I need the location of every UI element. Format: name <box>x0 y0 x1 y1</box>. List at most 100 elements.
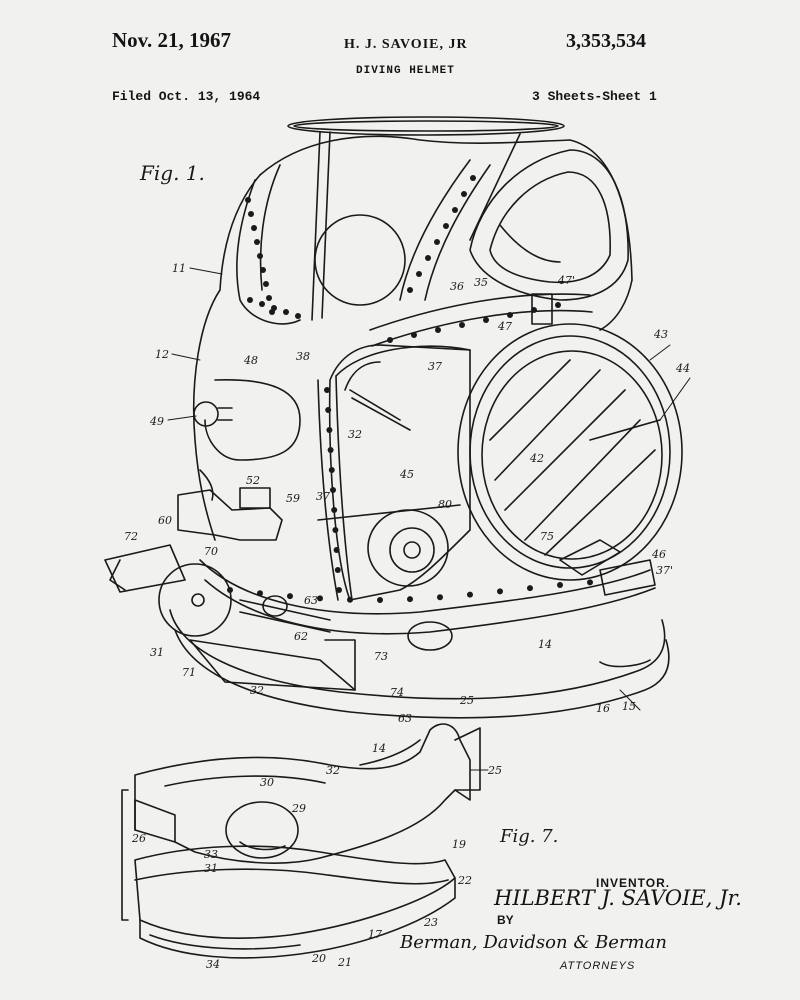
rivet <box>227 587 233 593</box>
rivet <box>257 253 263 259</box>
ref-75: 75 <box>540 530 554 543</box>
ref-63b: 63 <box>398 712 412 725</box>
top-ring-inner <box>294 121 558 131</box>
ref-45: 45 <box>399 468 414 481</box>
rivet <box>287 593 293 599</box>
ref-20: 20 <box>311 952 326 965</box>
valve-80-outer <box>368 510 448 586</box>
rivet <box>531 307 537 313</box>
by-label: BY <box>497 913 514 927</box>
ref-12: 12 <box>155 348 169 361</box>
rivet <box>461 191 467 197</box>
rivet <box>407 287 413 293</box>
rivet <box>325 407 331 413</box>
ref-62: 62 <box>294 630 308 643</box>
rivet <box>251 225 257 231</box>
ref-44: 44 <box>675 362 690 375</box>
top-window-glass <box>490 172 610 282</box>
face-window-frame-inner <box>470 336 670 568</box>
leader-lines <box>168 268 690 770</box>
rivet <box>247 297 253 303</box>
front-side-plate-inner <box>345 362 380 390</box>
glass-line-1 <box>490 360 570 440</box>
ref-36: 36 <box>450 280 464 293</box>
ref-47p: 47' <box>557 274 575 287</box>
rivet <box>245 197 251 203</box>
rivet <box>248 211 254 217</box>
ref-23: 23 <box>423 916 438 929</box>
rivet <box>335 567 341 573</box>
ref-52: 52 <box>246 474 260 487</box>
left-valve-stem <box>218 408 232 420</box>
ref-19: 19 <box>452 838 466 851</box>
ref-29: 29 <box>291 802 306 815</box>
lug-74 <box>408 622 452 650</box>
leader-49 <box>168 416 196 420</box>
rivet <box>434 239 440 245</box>
bracket-59 <box>240 488 270 508</box>
rivet <box>329 467 335 473</box>
valve-rod-62-b <box>240 612 330 632</box>
top-window-frame <box>470 150 628 300</box>
ref-32c: 32 <box>326 764 340 777</box>
ring-strut-left <box>312 132 320 320</box>
figure-1-helmet <box>105 117 682 718</box>
lock-block-ridge <box>360 740 420 765</box>
ref-33: 33 <box>204 848 218 861</box>
ref-37b: 37 <box>316 490 330 503</box>
rivet <box>470 175 476 181</box>
bracket-60 <box>178 490 282 540</box>
rivet <box>295 313 301 319</box>
left-valve-49 <box>194 402 218 426</box>
lock-block-top <box>135 724 470 863</box>
ref-60: 60 <box>158 514 172 527</box>
ref-49: 49 <box>149 415 164 428</box>
rivet <box>467 592 473 598</box>
valve-80-mid <box>390 528 434 572</box>
ref-25b: 25 <box>487 764 502 777</box>
crown-strap-a <box>400 160 470 300</box>
rivet <box>332 527 338 533</box>
ref-73: 73 <box>374 650 388 663</box>
valve-wheel-hub <box>192 594 204 606</box>
rivet <box>587 579 593 585</box>
ref-14b: 14 <box>372 742 386 755</box>
ref-25a: 25 <box>459 694 474 707</box>
rivet <box>483 317 489 323</box>
rivet <box>425 255 431 261</box>
rivet <box>377 597 383 603</box>
top-window-reflection <box>500 225 560 262</box>
leader-43 <box>650 345 670 360</box>
ref-16: 16 <box>596 702 610 715</box>
rivet <box>283 309 289 315</box>
ref-72: 72 <box>124 530 138 543</box>
rivet <box>555 302 561 308</box>
leader-12 <box>172 354 200 360</box>
breastplate-base-top <box>170 610 665 699</box>
rivet <box>326 427 332 433</box>
rivet <box>330 487 336 493</box>
rivet <box>443 223 449 229</box>
ref-38: 38 <box>296 350 310 363</box>
window-hinge-arm <box>590 420 660 440</box>
ref-26: 26 <box>131 832 146 845</box>
ref-42: 42 <box>529 452 544 465</box>
dome-outline-right <box>600 280 632 330</box>
breastplate-base-bottom <box>175 630 669 718</box>
lock-block-groove <box>165 776 325 786</box>
rivet <box>260 267 266 273</box>
ref-34: 34 <box>206 958 220 971</box>
ref-15: 15 <box>622 700 636 713</box>
rivet <box>266 295 272 301</box>
ref-32a: 32 <box>348 428 362 441</box>
slot-16 <box>600 660 650 666</box>
valve-wheel-70 <box>159 564 231 636</box>
plate-shade-1 <box>350 390 400 420</box>
ref-47: 47 <box>497 320 512 333</box>
ref-48: 48 <box>243 354 258 367</box>
rivet <box>254 239 260 245</box>
rivet <box>331 507 337 513</box>
ref-37: 37 <box>428 360 442 373</box>
bracket-26 <box>122 790 128 920</box>
face-window-frame <box>458 324 682 580</box>
